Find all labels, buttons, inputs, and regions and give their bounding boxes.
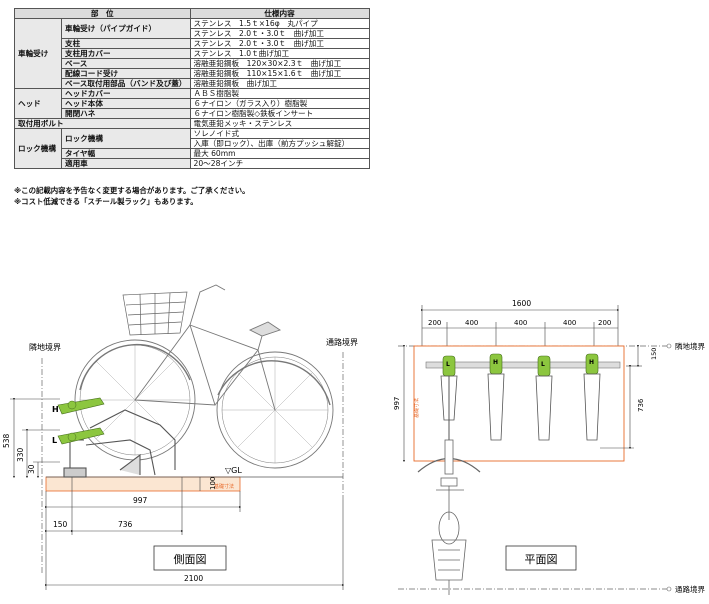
plan-dim-997: 997 [393, 397, 401, 410]
plan-top-boundary-label: 隣地境界 [675, 341, 705, 351]
dim-200-right: 200 [598, 319, 611, 327]
label-h: H [52, 405, 59, 414]
head-upper [57, 397, 105, 415]
side-heads [57, 397, 105, 445]
dim-100: 100 [209, 477, 217, 490]
dim-736: 736 [118, 520, 133, 529]
rack-letter: L [446, 361, 450, 368]
plan-title-box [505, 545, 577, 571]
rack-letter: L [541, 361, 545, 368]
dim-400-1: 400 [465, 319, 478, 327]
table-row: 適用車 20～28インチ [15, 158, 370, 169]
right-boundary-label: 通路境界 [326, 337, 358, 347]
note-1: ※この記載内容を予告なく変更する場合があります。ご了承ください。 [14, 186, 250, 195]
seat [248, 321, 282, 337]
dim-1600: 1600 [512, 299, 531, 308]
dim-997: 997 [133, 496, 148, 505]
side-title-box [153, 545, 227, 571]
spec-value: 20～28インチ [189, 158, 370, 169]
group-label: ロック機構 [14, 128, 62, 169]
rear-basket-top [431, 539, 467, 581]
gl-label: ▽GL [225, 466, 242, 475]
dim-150: 150 [53, 520, 68, 529]
dim-400-2: 400 [514, 319, 527, 327]
plan-view: 1600 200 400 400 400 200 隣地境界 通路境界 基礎寸法 … [393, 299, 705, 595]
rack-base [63, 467, 87, 478]
dim-330: 330 [16, 447, 25, 462]
front-wheel [216, 351, 334, 469]
dim-2100: 2100 [184, 574, 203, 583]
rack-letter: H [589, 359, 594, 366]
part-label: 車輪受け（パイプガイド） [61, 18, 191, 39]
group-label: 車輪受け [14, 18, 62, 89]
table-row: ロック機構 ロック機構 ソレノイド式 [14, 128, 370, 169]
basket [122, 291, 188, 336]
plan-bottom-boundary-label: 通路境界 [675, 584, 705, 594]
left-boundary-label: 隣地境界 [29, 342, 61, 352]
plan-dim-736: 736 [637, 398, 645, 412]
side-horizontal-dims [44, 477, 345, 590]
plan-top-dims [420, 305, 620, 350]
rear-carrier [438, 511, 460, 545]
side-title: 側面図 [174, 553, 207, 566]
bicycle-side [74, 284, 334, 469]
seat-top [440, 477, 458, 487]
plan-rack-3: L [535, 355, 553, 441]
head-lower [57, 427, 105, 445]
dim-200-left: 200 [428, 319, 441, 327]
table-row: 車輪受け 車輪受け（パイプガイド） ステンレス 1.5ｔ×16φ 丸パイプ [14, 18, 370, 89]
plan-side-dims [402, 344, 642, 463]
bicycle-top [417, 439, 481, 595]
note-2: ※コスト低減できる「スチール製ラック」もあります。 [14, 197, 198, 206]
label-l: L [52, 436, 57, 445]
side-vertical-dims [10, 397, 201, 491]
plan-title: 平面図 [525, 553, 558, 566]
handlebar [189, 284, 226, 326]
rack-letter: H [493, 359, 498, 366]
plan-rack-4: H [583, 353, 601, 441]
plan-rack-2: H [487, 353, 505, 441]
down-tube [214, 349, 259, 406]
part-label: ロック機構 [61, 128, 191, 149]
dim-538: 538 [2, 433, 11, 448]
dim-30: 30 [27, 464, 36, 474]
plan-rack-1: L [440, 355, 458, 448]
base-rail [425, 361, 621, 369]
spec-table: 部 位 仕様内容 車輪受け 車輪受け（パイプガイド） ステンレス 1.5ｔ×16… [14, 8, 370, 169]
side-foundation-label: 基礎寸法 [214, 483, 234, 490]
frame [134, 324, 216, 406]
plan-dim-150: 150 [650, 348, 658, 360]
plan-foundation-label: 基礎寸法 [413, 398, 420, 418]
side-view: 隣地境界 通路境界 基礎寸法 ▽GL [2, 284, 358, 590]
dim-400-3: 400 [563, 319, 576, 327]
side-rack [63, 409, 176, 478]
